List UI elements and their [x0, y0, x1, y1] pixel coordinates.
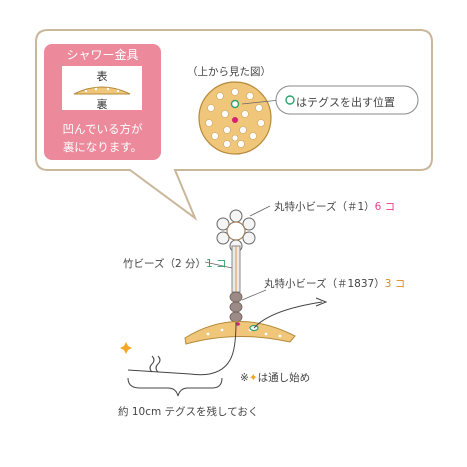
start-note: ※✦は通し始め [240, 370, 310, 385]
exit-hole-marker [230, 99, 240, 109]
top-view-caption: （上から見た図） [187, 66, 271, 78]
top-loop-thread [226, 221, 246, 241]
exit-hole-label: はテグスを出す位置 [296, 96, 395, 109]
mid-beads-name: 丸特小ビーズ（＃1837） [264, 278, 385, 290]
thread-exit-tail [253, 301, 323, 329]
back-label: 裏 [96, 98, 108, 111]
panel-note: 凹んでいる方が 裏になります。 [44, 120, 161, 156]
leader-top-beads [249, 205, 271, 217]
center-hole-marker [232, 117, 238, 123]
exit-hole-callout [241, 85, 419, 115]
length-note: 約 10cm テグスを残しておく [118, 406, 259, 418]
thread-start-tail [127, 321, 237, 376]
fitting-base [184, 321, 296, 345]
start-note-prefix: ※ [240, 372, 249, 384]
bamboo-count: 1 コ [206, 258, 227, 270]
top-beads-name: 丸特小ビーズ（＃1） [274, 201, 375, 213]
leader-bamboo [204, 261, 233, 269]
fitting-holes [205, 88, 265, 148]
front-label: 表 [96, 70, 108, 83]
green-circle-icon [285, 95, 295, 105]
start-note-text: は通し始め [257, 372, 311, 384]
panel-note-line1: 凹んでいる方が [62, 122, 143, 136]
break-mark-icon [149, 355, 155, 373]
label-top-beads: 丸特小ビーズ（＃1）6 コ [274, 199, 395, 214]
leader-mid-beads [241, 289, 267, 301]
panel-note-line2: 裏になります。 [62, 140, 143, 154]
mid-beads-count: 3 コ [384, 278, 406, 290]
label-mid-beads: 丸特小ビーズ（＃1837）3 コ [264, 276, 405, 291]
base-center-hole [236, 322, 240, 326]
callout-box [275, 85, 419, 115]
panel-title: シャワー金具 [66, 48, 139, 62]
length-brace [127, 377, 223, 397]
break-mark-icon-2 [155, 355, 161, 373]
thread-arrow-icon [315, 297, 328, 307]
bamboo-name: 竹ビーズ（2 分） [123, 258, 206, 270]
start-note-star-icon: ✦ [248, 372, 258, 384]
label-bamboo: 竹ビーズ（2 分）1 コ [123, 256, 227, 271]
mid-bead-stack [229, 291, 243, 323]
start-marker-icon [120, 342, 132, 354]
top-view-diagram [198, 81, 272, 155]
top-beads-count: 6 コ [374, 201, 396, 213]
top-bead-cluster [216, 209, 256, 253]
fitting-dome-shape [73, 86, 131, 95]
base-holes [206, 328, 282, 338]
fitting-side-illustration [73, 86, 131, 95]
